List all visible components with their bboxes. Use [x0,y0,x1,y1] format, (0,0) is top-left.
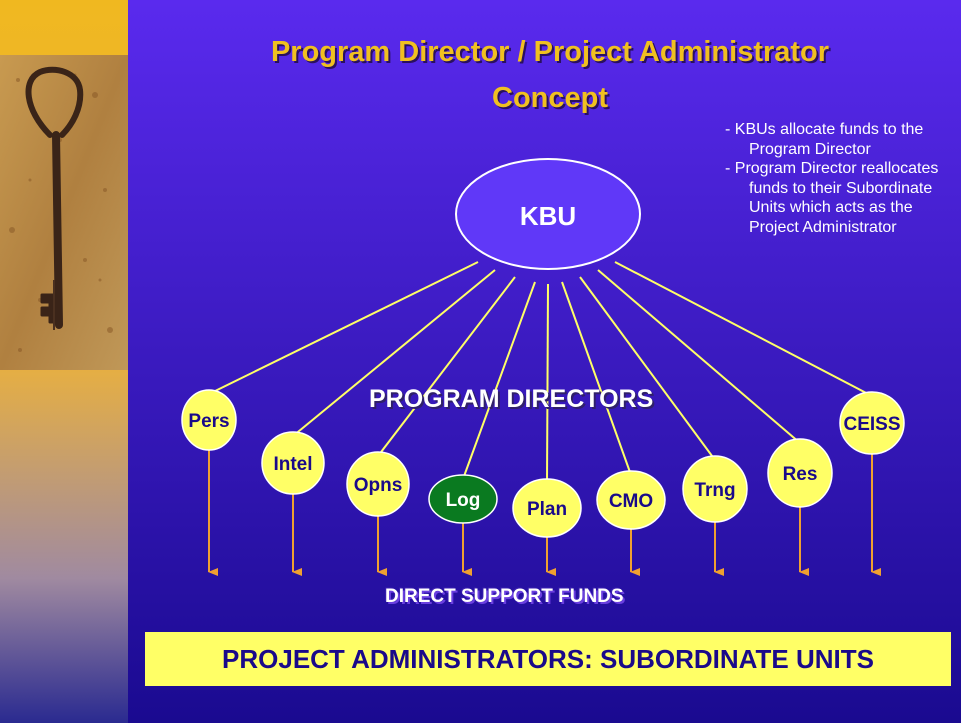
node-circle [428,474,498,524]
node-circle [839,391,905,455]
director-node-plan: Plan [512,478,582,538]
node-circle [512,478,582,538]
title-line-2: Concept [492,82,608,114]
connector-line [208,261,479,395]
title-line-1: Program Director / Project Administrator [270,36,830,68]
director-node-res: Res [767,438,833,508]
node-label: CEISS [843,414,900,435]
node-circle [596,470,666,530]
node-label: Log [446,490,481,511]
director-node-trng: Trng [682,455,748,523]
node-label: Intel [273,454,312,475]
banner-label: PROJECT ADMINISTRATORS: SUBORDINATE UNIT… [222,644,874,674]
connector-line [546,283,549,484]
node-label: Res [783,464,818,485]
director-node-pers: Pers [181,389,237,451]
connectors [208,261,873,484]
node-circle [181,389,237,451]
connector-line [561,281,632,476]
node-circle [261,431,325,495]
director-node-log: Log [428,474,498,524]
direct-support-funds-label: DIRECT SUPPORT FUNDS [385,586,624,607]
connector-line [614,261,873,397]
connector-line [597,269,801,444]
node-circle [346,451,410,517]
note-item: - KBUs allocate funds to the Program Dir… [725,121,924,158]
node-label: Trng [694,480,735,501]
director-node-intel: Intel [261,431,325,495]
director-node-cmo: CMO [596,470,666,530]
node-label: Pers [188,411,229,432]
node-label: Opns [354,475,403,496]
director-node-ceiss: CEISS [839,391,905,455]
node-circle [682,455,748,523]
notes: - KBUs allocate funds to the Program Dir… [725,120,961,237]
node-label: Plan [527,499,567,520]
subordinate-units-banner: PROJECT ADMINISTRATORS: SUBORDINATE UNIT… [145,632,951,686]
connector-line [377,276,516,457]
kbu-label: KBU [520,201,576,231]
connector-line [462,281,536,480]
director-node-opns: Opns [346,451,410,517]
node-label: CMO [609,491,653,512]
connector-line [579,276,716,461]
note-item: - Program Director reallocates funds to … [725,160,939,236]
funding-arrows [208,450,881,576]
background-panel [128,0,961,723]
node-circle [767,438,833,508]
connector-line [292,269,496,437]
kbu-hub [455,158,641,270]
program-directors-label: PROGRAM DIRECTORS [369,385,654,413]
key-photo [0,55,128,370]
